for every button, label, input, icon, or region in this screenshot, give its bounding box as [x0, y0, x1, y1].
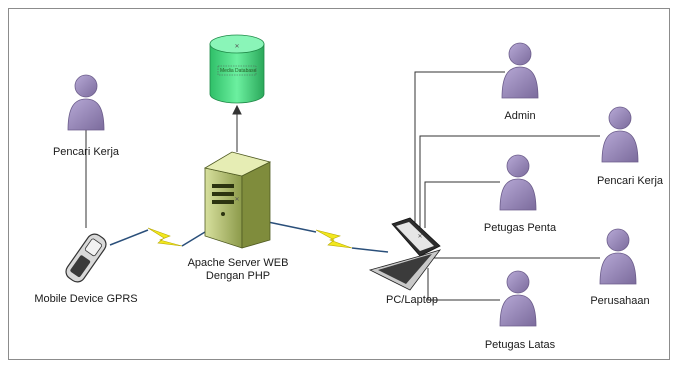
server-tower-icon: ✕: [203, 151, 272, 249]
svg-text:✕: ✕: [234, 197, 239, 203]
arrow-head-db: [232, 104, 242, 115]
lightning-server-laptop: [267, 221, 389, 253]
line-laptop-admin: [414, 71, 505, 228]
label-server-line1: Apache Server WEB: [187, 257, 289, 269]
actor-pencari-kerja-right-icon: [601, 106, 639, 163]
actor-petugas-latas-icon: [499, 270, 537, 327]
actor-pencari-kerja-left-icon: [67, 74, 105, 131]
label-perusahaan: Perusahaan: [590, 295, 650, 307]
label-admin: Admin: [504, 110, 536, 122]
label-pencari-kerja-right: Pencari Kerja: [596, 175, 664, 187]
actor-perusahaan-icon: [599, 228, 637, 285]
label-laptop: PC/Laptop: [386, 294, 438, 306]
line-laptop-pencari-right: [419, 135, 600, 228]
svg-text:✕: ✕: [234, 44, 239, 50]
connection-lines: [85, 71, 600, 301]
laptop-icon: ✕: [368, 217, 442, 291]
label-mobile: Mobile Device GPRS: [34, 293, 138, 305]
label-petugas-penta: Petugas Penta: [483, 222, 557, 234]
actor-admin-icon: [501, 42, 539, 99]
label-petugas-latas: Petugas Latas: [484, 339, 556, 351]
svg-text:✕: ✕: [417, 234, 422, 240]
label-server-line2: Dengan PHP: [205, 270, 271, 282]
actor-petugas-penta-icon: [499, 154, 537, 211]
label-pencari-kerja-left: Pencari Kerja: [52, 146, 120, 158]
lightning-mobile-server: [109, 227, 206, 247]
diagram-frame: [8, 8, 670, 360]
mobile-phone-icon: [65, 233, 107, 283]
line-laptop-latas: [427, 268, 500, 301]
line-laptop-penta: [424, 181, 500, 228]
database-cylinder-icon: ✕: [209, 34, 265, 104]
database-label: Media Database: [220, 68, 257, 74]
